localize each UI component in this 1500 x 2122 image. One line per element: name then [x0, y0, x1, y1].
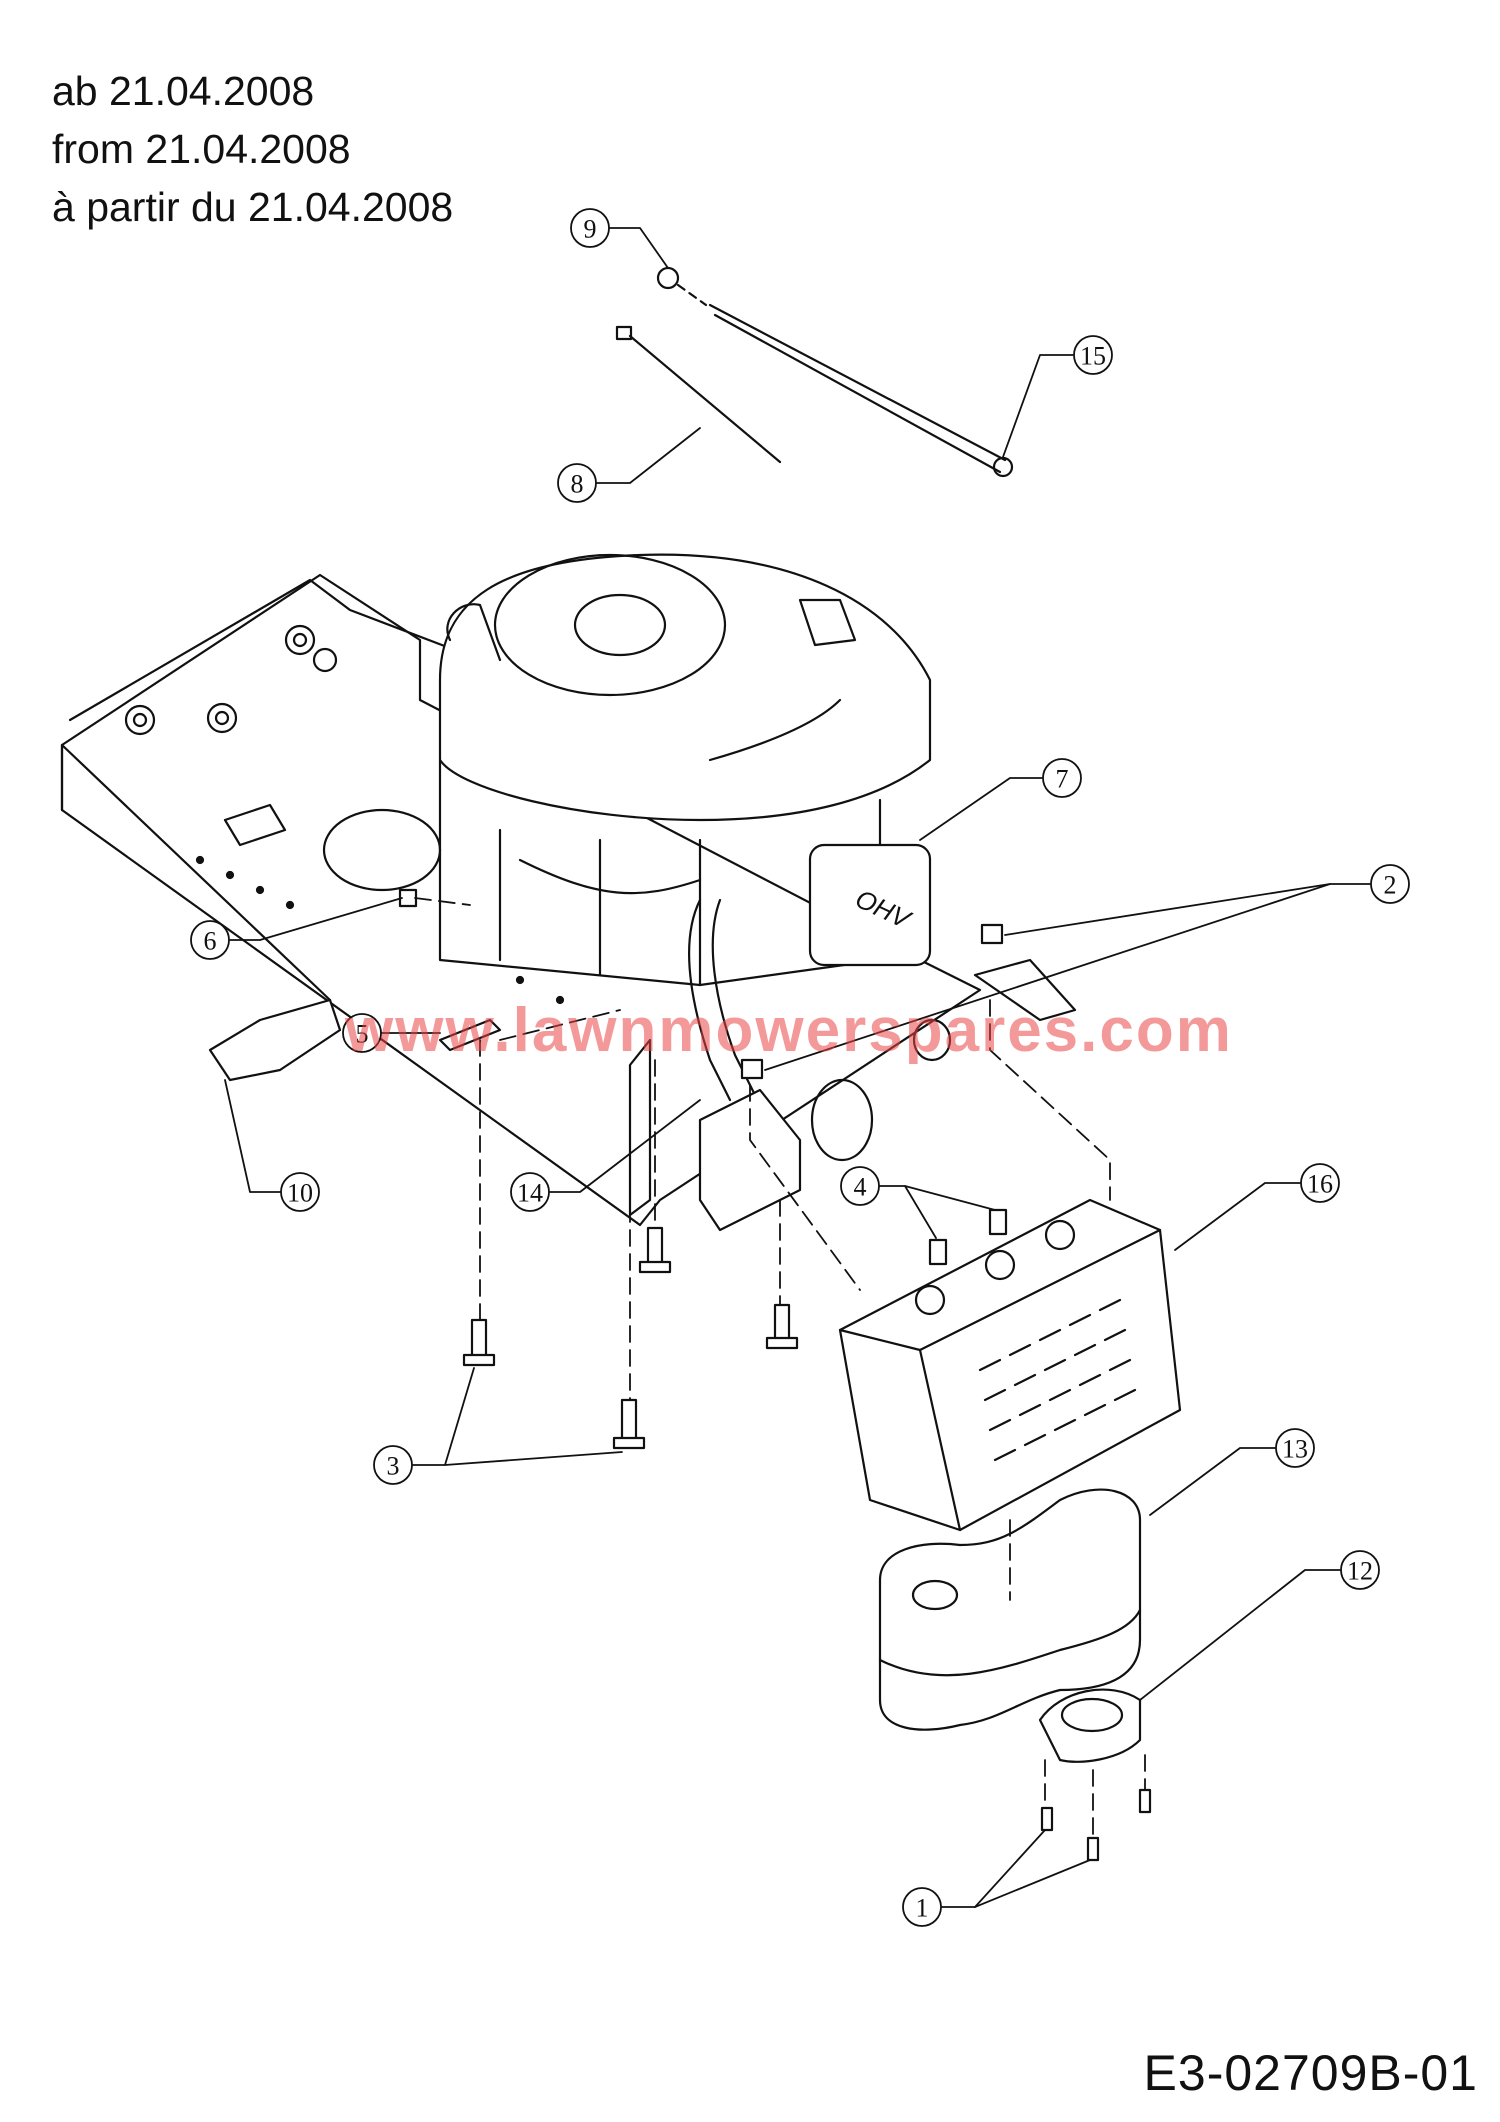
muffler-heat-shield	[838, 1198, 1182, 1532]
callout-15-circle	[1073, 335, 1113, 375]
muffler-bracket-left	[628, 1038, 652, 1217]
callout-6: 6	[204, 927, 217, 956]
callout-3-circle	[373, 1445, 413, 1485]
callout-7-circle	[1042, 758, 1082, 798]
callout-6-circle	[190, 920, 230, 960]
muffler-bracket-center	[698, 1088, 802, 1232]
assembly-guide-lines	[414, 897, 1146, 1839]
callout-3: 3	[387, 1452, 400, 1481]
screw-4b	[988, 1208, 1008, 1236]
callout-12-circle	[1340, 1550, 1380, 1590]
effective-date-header: ab 21.04.2008 from 21.04.2008 à partir d…	[52, 62, 453, 236]
callout-5-circle	[342, 1013, 382, 1053]
screw-1b	[1086, 1836, 1100, 1862]
callout-leader-lines	[224, 227, 1371, 1908]
callout-10: 10	[287, 1179, 313, 1208]
callout-13-circle	[1275, 1428, 1315, 1468]
screw-1c	[1138, 1788, 1152, 1814]
callout-16: 16	[1307, 1170, 1333, 1199]
mounting-bolts	[462, 1226, 799, 1450]
callout-5: 5	[356, 1020, 369, 1049]
cable-tie	[615, 325, 782, 464]
callout-7: 7	[1056, 765, 1069, 794]
flange-nut-2b	[740, 1058, 764, 1080]
callout-8-circle	[557, 463, 597, 503]
watermark: www.lawnmowerspares.com	[345, 996, 1233, 1065]
flange-nut-2a	[980, 923, 1004, 945]
callout-14: 14	[517, 1179, 543, 1208]
date-line-french: à partir du 21.04.2008	[52, 184, 454, 230]
muffler-bracket-right	[973, 958, 1077, 1022]
callout-15: 15	[1080, 342, 1106, 371]
callout-9: 9	[584, 215, 597, 244]
date-line-english: from 21.04.2008	[52, 126, 351, 172]
callout-16-circle	[1300, 1163, 1340, 1203]
callout-2: 2	[1384, 871, 1397, 900]
callout-13: 13	[1282, 1435, 1308, 1464]
callout-8: 8	[571, 470, 584, 499]
callout-14-circle	[510, 1172, 550, 1212]
screw-4a	[928, 1238, 948, 1266]
screw-1a	[1040, 1806, 1054, 1832]
callout-1: 1	[916, 1894, 929, 1923]
callout-4-circle	[840, 1166, 880, 1206]
dipstick-tube	[708, 303, 1007, 474]
muffler	[878, 1488, 1142, 1731]
hose-clamp	[656, 266, 680, 290]
drawing-number: E3-02709B-01	[1143, 2045, 1478, 2101]
date-line-german: ab 21.04.2008	[52, 68, 315, 114]
air-deflector	[208, 998, 342, 1082]
exhaust-deflector	[1038, 1688, 1142, 1763]
engine-assembly: OHV	[438, 553, 932, 1102]
callout-10-circle	[280, 1172, 320, 1212]
callout-4: 4	[854, 1173, 867, 1202]
dipstick-tube-end	[992, 456, 1014, 478]
callout-9-circle	[570, 208, 610, 248]
callout-12: 12	[1347, 1557, 1373, 1586]
callout-2-circle	[1370, 864, 1410, 904]
bolt-5	[438, 1018, 502, 1052]
callout-bubbles	[190, 208, 1410, 1927]
callout-1-circle	[902, 1887, 942, 1927]
